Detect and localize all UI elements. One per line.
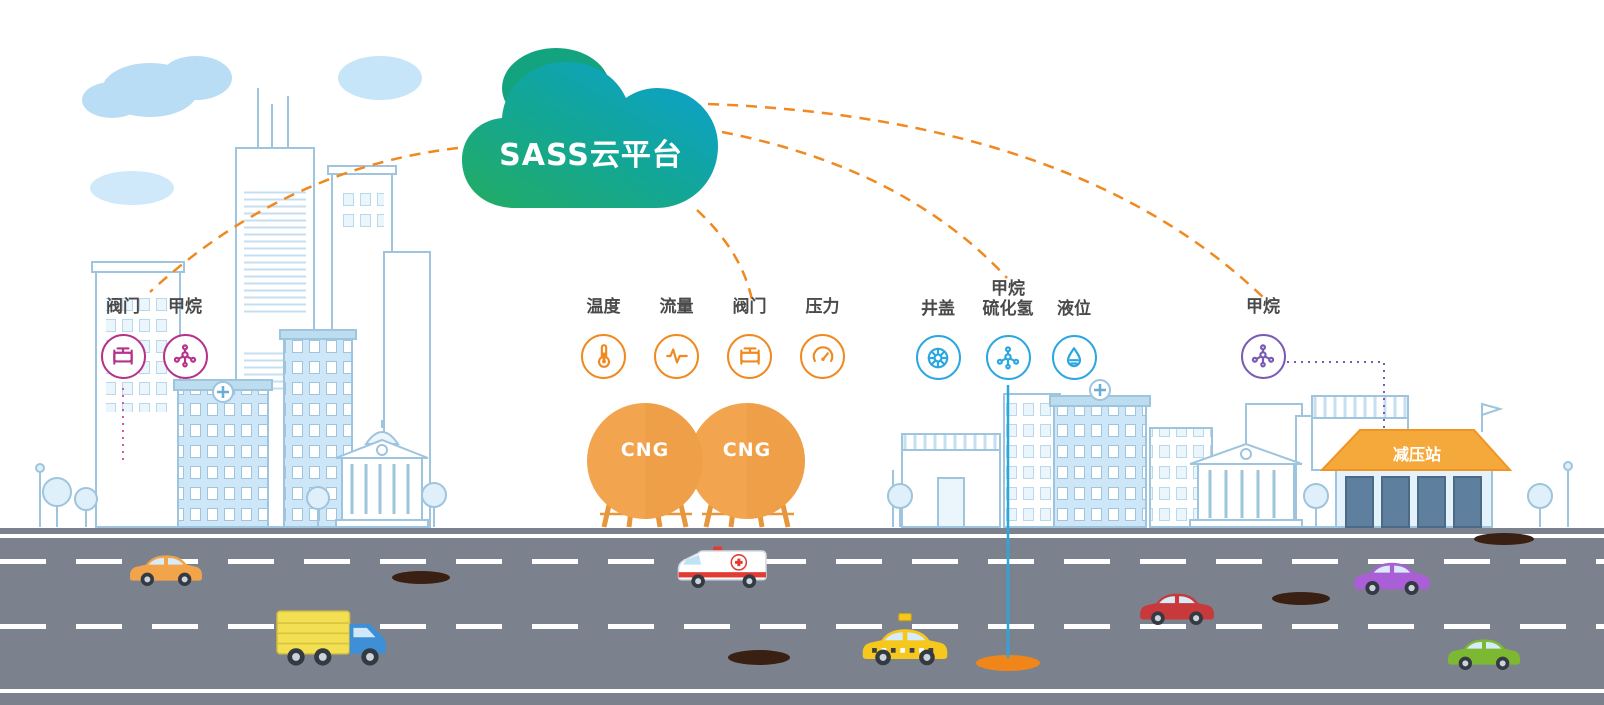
sensor-temperature: 温度 — [567, 297, 640, 379]
sensor-label: 阀门 — [106, 297, 140, 317]
manhole-cover — [1272, 592, 1330, 605]
flow-icon — [665, 348, 688, 364]
level-icon — [1066, 346, 1082, 367]
cloud-platform-title: SASS云平台 — [499, 138, 683, 173]
sensor-group-drainage: 井盖 甲烷 硫化氢 液位 — [902, 279, 1106, 381]
sensor-label: 甲烷 硫化氢 — [982, 279, 1034, 319]
sensor-label: 阀门 — [732, 297, 767, 317]
thermometer-icon — [597, 344, 610, 368]
sky-clouds — [82, 56, 422, 205]
sensor-label: 甲烷 — [168, 297, 202, 317]
sensor-label: 甲烷 — [1246, 297, 1280, 317]
sensor-group-station: 甲烷 — [1228, 297, 1298, 379]
car-purple — [1350, 553, 1434, 598]
sensor-circle — [581, 333, 626, 379]
sensor-pressure: 压力 — [786, 297, 859, 379]
sensor-valve: 阀门 — [92, 297, 154, 379]
sensor-label: 温度 — [586, 297, 621, 317]
manhole-cover — [1474, 533, 1534, 545]
sensor-circle — [1240, 333, 1286, 379]
sensor-circle — [915, 335, 961, 381]
car-green — [1444, 630, 1524, 673]
manhole-icon — [927, 347, 949, 368]
sensor-methane-h2s: 甲烷 硫化氢 — [974, 279, 1042, 381]
sensor-group-city-left: 阀门 甲烷 — [92, 297, 216, 379]
sensor-manhole: 井盖 — [902, 298, 974, 381]
sensor-circle — [100, 333, 146, 379]
cng-tanks — [587, 403, 805, 528]
sensor-level: 液位 — [1042, 298, 1106, 381]
sensor-label-line1: 甲烷 — [991, 279, 1025, 299]
cloud-platform — [462, 48, 718, 208]
sensor-circle — [654, 333, 699, 379]
sensor-valve: 阀门 — [713, 297, 786, 379]
molecule-icon — [173, 344, 197, 368]
sensor-label: 井盖 — [921, 298, 955, 319]
pressure-station-label: 减压站 — [1392, 445, 1441, 464]
lane-divider-dashed — [0, 559, 1604, 564]
right-city — [887, 379, 1343, 528]
sensor-methane: 甲烷 — [154, 297, 216, 379]
car-red — [1136, 584, 1218, 628]
manhole-cover — [728, 650, 790, 665]
molecule-icon — [1251, 344, 1275, 368]
sensor-label: 液位 — [1057, 298, 1091, 319]
sensor-label: 压力 — [805, 297, 840, 317]
road-edge-line — [0, 534, 1604, 538]
cng-tank-label: CNG — [722, 439, 772, 461]
car-orange — [126, 546, 206, 589]
sensor-group-cng: 温度 流量 阀门 — [567, 297, 859, 379]
ambulance — [674, 542, 772, 592]
gauge-icon — [812, 346, 833, 363]
sensor-circle — [1051, 335, 1097, 381]
manhole-cover — [392, 571, 450, 584]
sensor-methane: 甲烷 — [1228, 297, 1298, 379]
truck — [274, 605, 392, 671]
lane-divider-dashed — [0, 624, 1604, 629]
taxi — [858, 612, 952, 668]
valve-icon — [739, 347, 760, 365]
sensor-circle — [727, 333, 772, 379]
cng-tank-label: CNG — [620, 439, 670, 461]
road-edge-line — [0, 689, 1604, 693]
sensor-label-line2: 硫化氢 — [982, 298, 1034, 319]
sensor-circle — [800, 333, 845, 379]
sensor-flow: 流量 — [640, 297, 713, 379]
sensor-label: 流量 — [659, 297, 694, 317]
molecule-icon — [996, 345, 1020, 370]
sensor-circle — [985, 335, 1031, 381]
sensor-circle — [162, 333, 208, 379]
valve-icon — [113, 347, 133, 365]
manhole-cover-monitored — [976, 655, 1040, 671]
road — [0, 528, 1604, 705]
